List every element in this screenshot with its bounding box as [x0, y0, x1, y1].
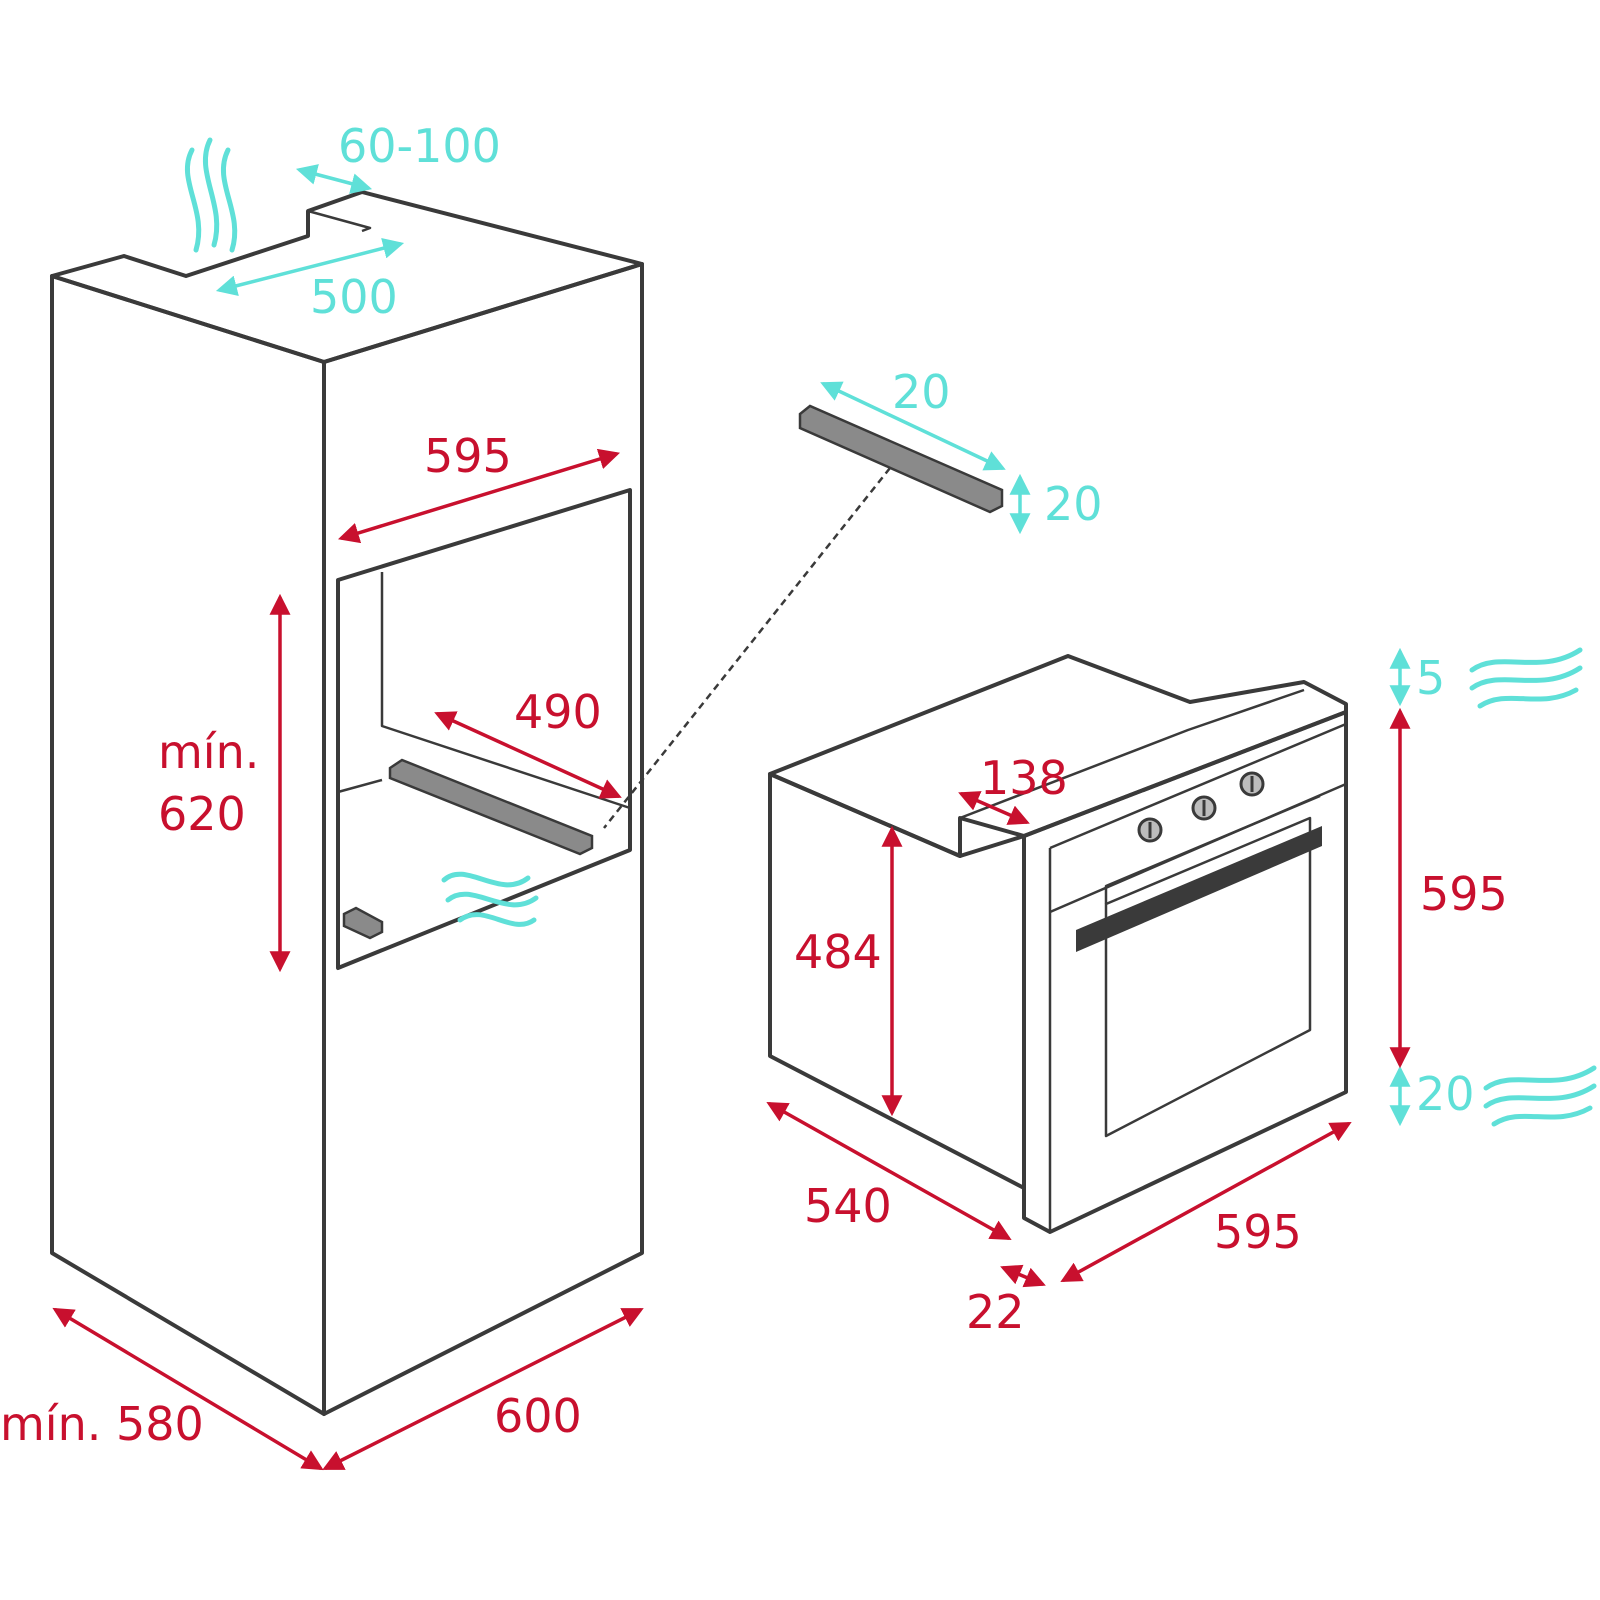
oven-front-frame	[1022, 710, 1348, 1234]
rail-leader-line	[603, 467, 891, 829]
oven-door-handle	[1076, 826, 1322, 952]
cabinet-depth-label: mín. 580	[0, 1397, 204, 1451]
vent-depth-dimension	[215, 237, 405, 297]
cabinet-depth-dimension	[52, 1307, 324, 1471]
oven-width-dimension	[1060, 1121, 1352, 1283]
rail-width-dimension	[820, 381, 1006, 471]
oven-height-label: 595	[1420, 867, 1508, 921]
vent-gap-label: 60-100	[338, 119, 501, 173]
top-ventilation-waves-icon	[184, 137, 238, 253]
oven-front-thickness-dimension	[1000, 1264, 1046, 1288]
oven-depth-label: 540	[804, 1179, 892, 1233]
cabinet-front-face	[322, 262, 644, 1416]
opening-depth-label: 490	[514, 685, 602, 739]
rail-height-label: 20	[1044, 477, 1103, 531]
oven-panel-label: 138	[980, 751, 1068, 805]
cabinet-width-label: 600	[494, 1389, 582, 1443]
opening-height-value: 620	[158, 787, 246, 841]
oven: 5 20 595 484 138 540 22 595	[766, 647, 1597, 1339]
opening-width-dimension	[337, 448, 621, 544]
oven-top-gap-label: 5	[1416, 651, 1445, 705]
opening-height-prefix: mín.	[158, 725, 259, 779]
vent-depth-label: 500	[310, 270, 398, 324]
rail-width-label: 20	[892, 365, 951, 419]
oven-bottom-gap-label: 20	[1416, 1067, 1475, 1121]
oven-top-vent-waves-icon	[1469, 647, 1583, 709]
niche-ventilation-waves-icon	[441, 871, 539, 927]
cabinet-width-dimension	[322, 1308, 644, 1470]
vent-gap-dimension	[295, 164, 373, 194]
oven-panel-dimension	[958, 791, 1030, 825]
cabinet: 60-100 500 595 490 mín. 620 mín. 580 600	[0, 119, 644, 1471]
cabinet-rail-upper	[388, 758, 594, 856]
opening-depth-dimension	[434, 711, 622, 799]
oven-door-window	[1104, 816, 1312, 1138]
oven-depth-dimension	[766, 1101, 1012, 1241]
rail-detail: 20 20	[603, 365, 1103, 829]
cabinet-side-face	[50, 274, 326, 1416]
oven-body-height-label: 484	[794, 925, 882, 979]
cabinet-rail-lower	[342, 906, 384, 940]
opening-width-label: 595	[424, 429, 512, 483]
oven-bottom-vent-waves-icon	[1483, 1065, 1597, 1127]
oven-top-face	[768, 654, 1348, 858]
oven-front-thickness-label: 22	[966, 1285, 1025, 1339]
oven-width-label: 595	[1214, 1205, 1302, 1259]
